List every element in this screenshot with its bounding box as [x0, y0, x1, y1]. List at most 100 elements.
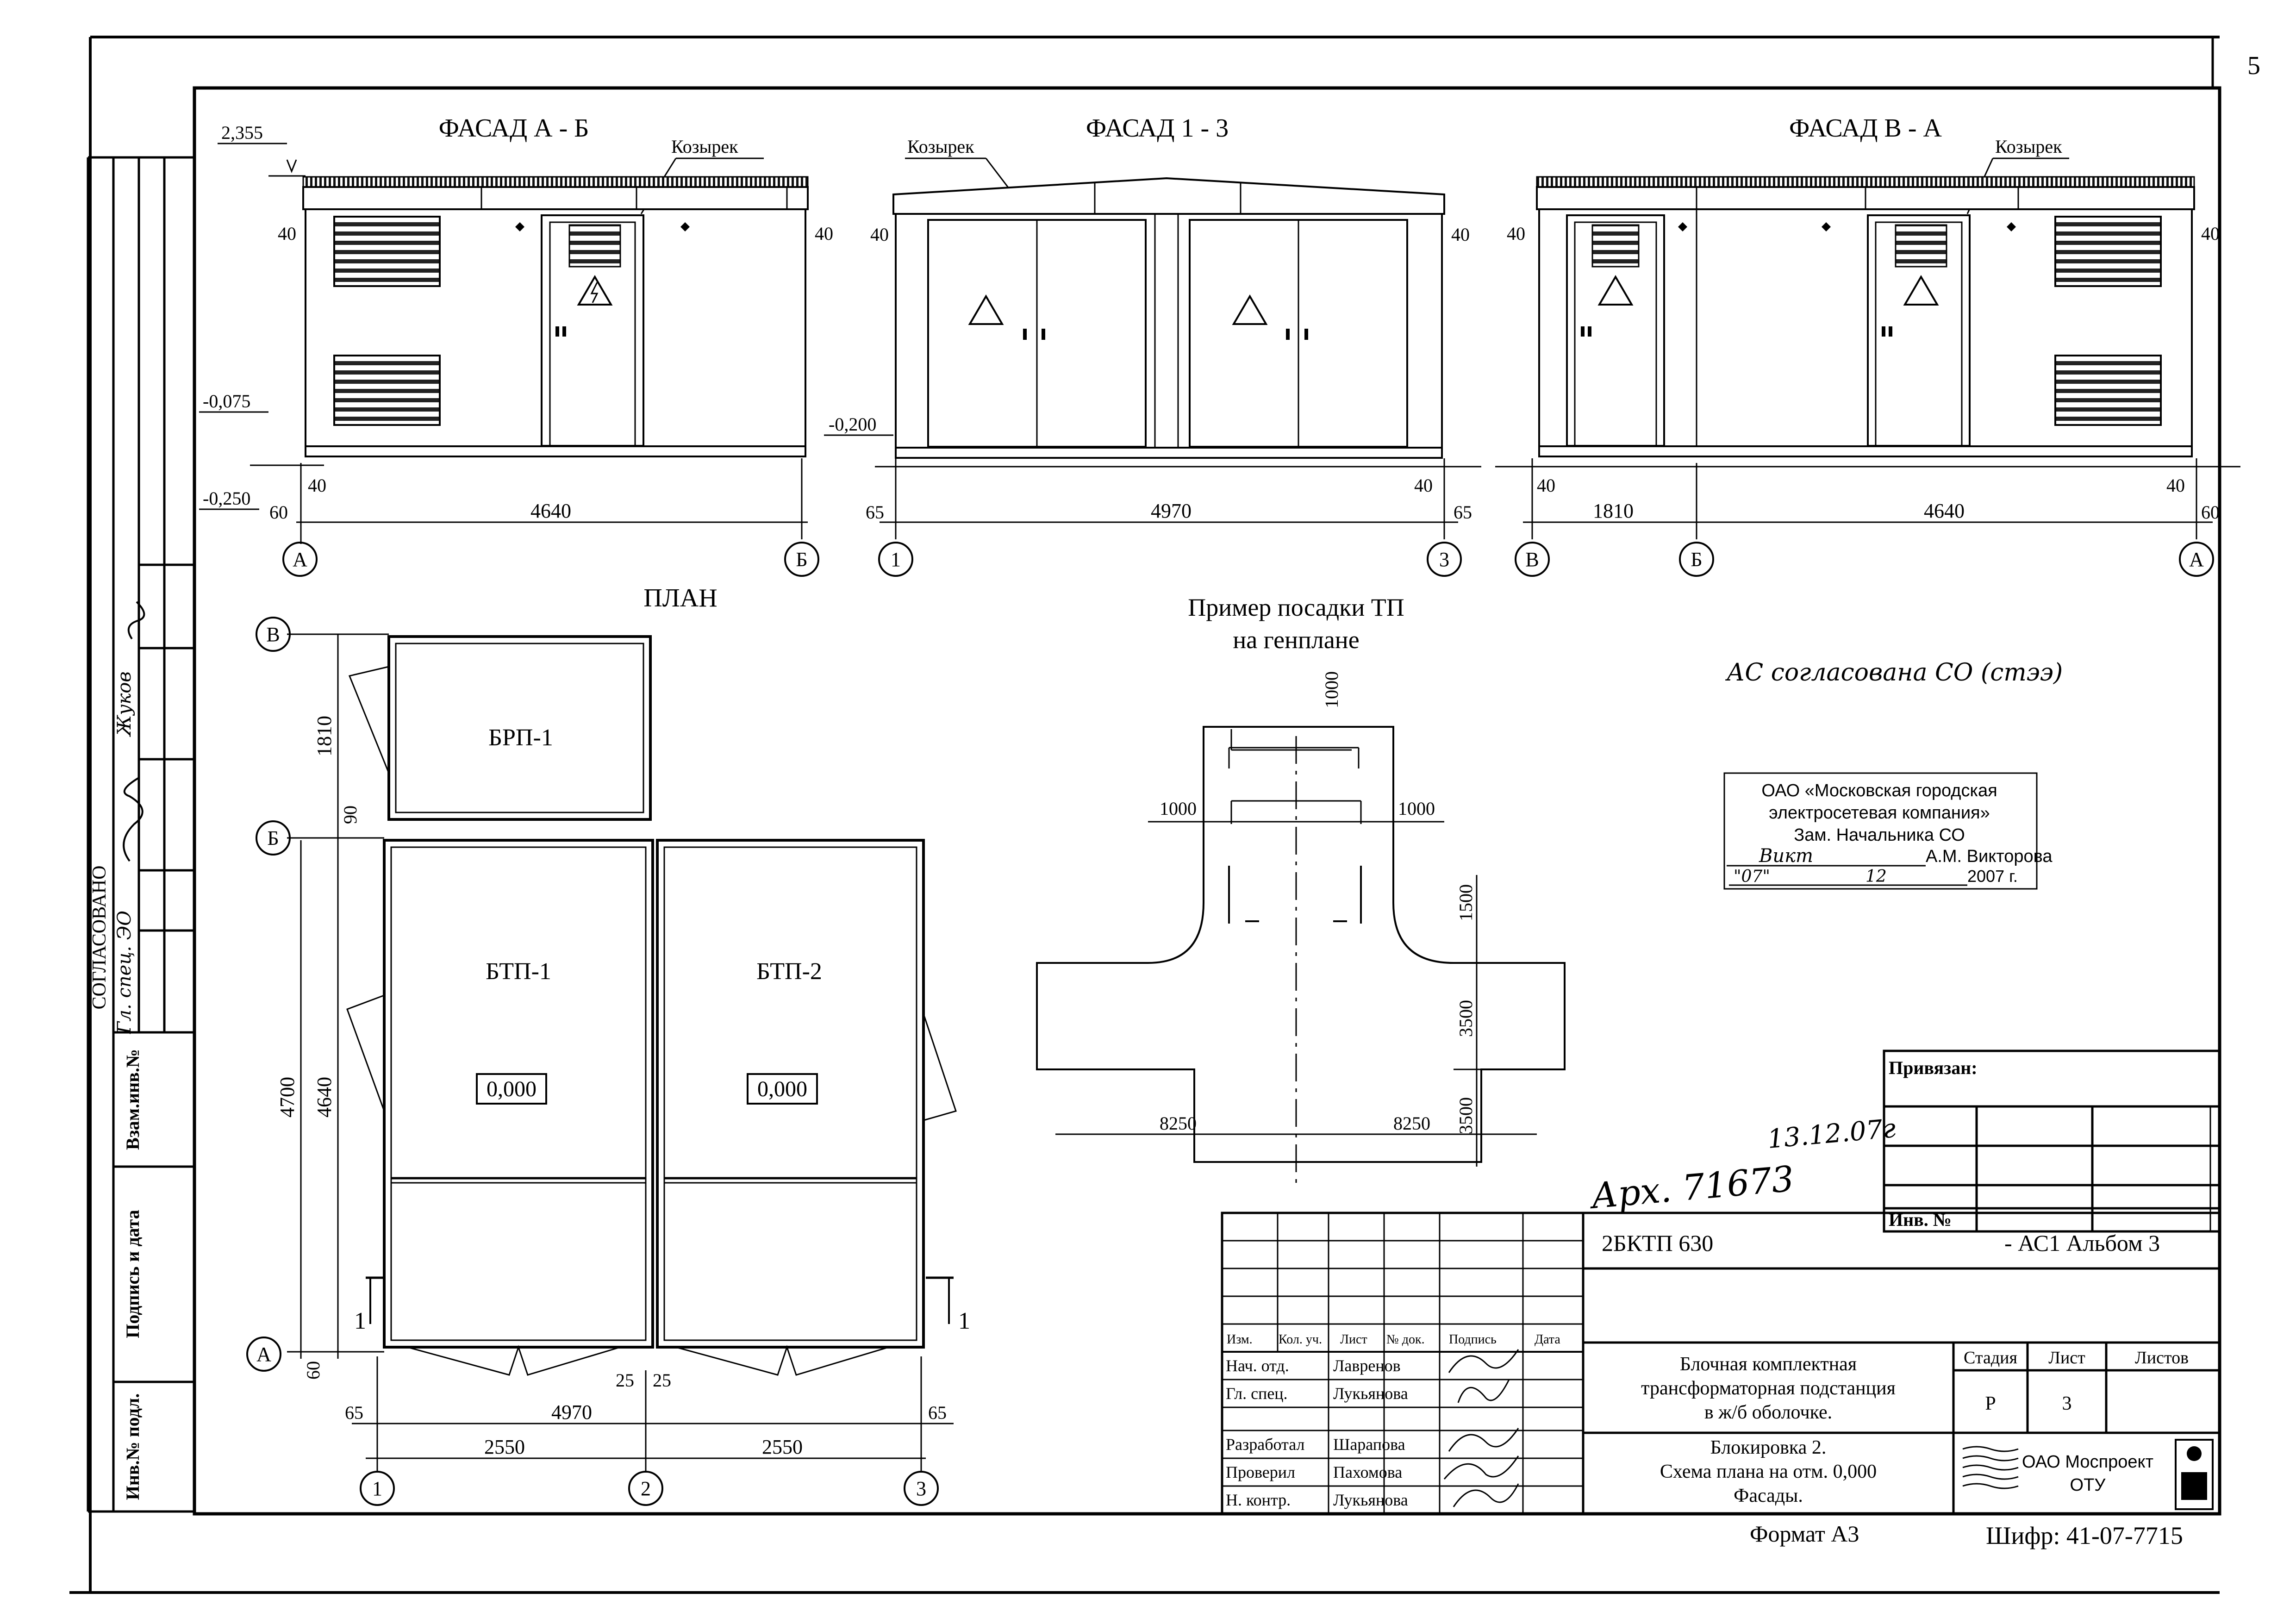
stamp-line-3: Зам. Начальника СО	[1794, 825, 1965, 845]
facade-ab-level-m250: -0,250	[203, 488, 250, 509]
axis-marker-3: 3	[1439, 548, 1449, 571]
facade-ab-dim-40b: 40	[815, 223, 833, 244]
plan-axis-a: А	[256, 1343, 271, 1366]
louver-lower	[333, 355, 441, 426]
name-1: Лукьянова	[1333, 1384, 1408, 1403]
cipher-label: Шифр: 41-07-7715	[1986, 1522, 2183, 1549]
approval-stamp: ОАО «Московская городская электросетевая…	[1723, 772, 2053, 890]
col-kol: Кол. уч.	[1279, 1332, 1322, 1347]
facade-13-dim-total: 4970	[1151, 500, 1192, 522]
facade-va: ФАСАД В - А Козырек 40 40 40	[1495, 114, 2240, 577]
axis-marker-1: 1	[891, 548, 901, 571]
stamp-signature: Викт	[1759, 845, 1813, 867]
room-btp2-label: БТП-2	[756, 958, 822, 985]
desc-line-3: в ж/б оболочке.	[1704, 1402, 1832, 1423]
site-dim-1500: 1500	[1455, 884, 1476, 921]
agreed-label: СОГЛАСОВАНО	[89, 866, 110, 1010]
facade-13-dim-65b: 65	[1454, 502, 1472, 523]
facade-va-dim-40c: 40	[1537, 475, 1555, 496]
site-title-1: Пример посадки ТП	[1188, 593, 1404, 621]
role-3: Проверил	[1226, 1463, 1295, 1481]
facade-13-title: ФАСАД 1 - 3	[1086, 114, 1229, 143]
sheet-header: Лист	[2048, 1348, 2085, 1368]
facade-va-title: ФАСАД В - А	[1789, 114, 1942, 143]
stamp-line-2: электросетевая компания»	[1769, 803, 1990, 823]
sheets-header: Листов	[2135, 1348, 2189, 1368]
hazard-sign-icon	[1232, 294, 1268, 325]
facade-13-dim-40a: 40	[870, 224, 889, 245]
plan-dim-1810: 1810	[313, 716, 336, 756]
sheet-title-2: Схема плана на отм. 0,000	[1660, 1461, 1877, 1482]
plan-dim-2550b: 2550	[762, 1436, 803, 1458]
floor-plan: ПЛАН БРП-1 БТП-1 0,000 БТП-2 0,000 1810 …	[246, 584, 970, 1506]
facade-13-canopy-label: Козырек	[907, 136, 974, 157]
side-approval-block	[87, 156, 194, 1513]
handwritten-date: 13.12.07г	[1766, 1113, 1897, 1155]
facade-va-dim-60: 60	[2201, 502, 2220, 523]
signatures	[1443, 1349, 1519, 1507]
org-name: ОАО Моспроект	[2022, 1452, 2153, 1472]
sheet-title-3: Фасады.	[1734, 1485, 1803, 1506]
site-title-2: на генплане	[1233, 626, 1359, 654]
facade-va-dim-40d: 40	[2166, 475, 2185, 496]
plan-dim-60: 60	[303, 1361, 324, 1380]
hazard-sign-icon	[1903, 275, 1939, 306]
facade-13: ФАСАД 1 - 3 Козырек -0,200 40 40 40 65 6…	[824, 114, 1481, 577]
plan-axis-v: В	[266, 623, 280, 646]
stage-header: Стадия	[1964, 1348, 2017, 1368]
name-3: Пахомова	[1333, 1463, 1402, 1481]
facade-va-dim-4640: 4640	[1924, 500, 1965, 522]
section-mark-right: 1	[958, 1308, 970, 1334]
mosproekt-logo-icon	[1962, 1446, 2019, 1489]
handwritten-note: АС согласована СО (стээ)	[1725, 659, 2063, 687]
facade-13-dim-40c: 40	[1414, 475, 1433, 496]
axis-marker-a: А	[293, 548, 307, 571]
axis-marker-a2: А	[2189, 548, 2204, 571]
role-2: Разработал	[1226, 1435, 1305, 1454]
qms-badge-icon	[2175, 1439, 2214, 1510]
col-date: Дата	[1535, 1332, 1560, 1347]
facade-va-dim-40b: 40	[2201, 223, 2220, 244]
col-sign: Подпись	[1449, 1332, 1497, 1347]
role-4: Н. контр.	[1226, 1491, 1291, 1509]
plan-axis-2: 2	[641, 1477, 651, 1500]
name-0: Лавренов	[1333, 1356, 1401, 1375]
title-album: - АС1 Альбом 3	[2004, 1230, 2160, 1256]
section-mark-left: 1	[354, 1308, 366, 1334]
facade-ab-level-top: 2,355	[221, 122, 263, 143]
stamp-date-year: 2007 г.	[1967, 867, 2018, 886]
plan-dim-2550a: 2550	[484, 1436, 525, 1458]
stamp-date-month: 12	[1866, 867, 1887, 886]
facade-va-dim-1810: 1810	[1593, 500, 1634, 522]
stamp-name: А.М. Викторова	[1926, 847, 2053, 866]
stamp-line-1: ОАО «Московская городская	[1761, 781, 1997, 800]
title-code: 2БКТП 630	[1602, 1230, 1713, 1256]
format-label: Формат А3	[1750, 1521, 1859, 1547]
site-dim-8250a: 8250	[1160, 1113, 1197, 1134]
plan-dim-4970: 4970	[551, 1401, 592, 1424]
col-list: Лист	[1340, 1332, 1367, 1347]
name-4: Лукьянова	[1333, 1491, 1408, 1509]
louver-upper	[333, 216, 441, 287]
hazard-sign-icon	[577, 275, 613, 306]
plan-dim-25b: 25	[653, 1370, 671, 1391]
sheet-title-1: Блокировка 2.	[1710, 1437, 1827, 1458]
facade-ab-canopy-label: Козырек	[671, 136, 738, 157]
axis-marker-b2: Б	[1691, 548, 1702, 571]
facade-ab-dim-total: 4640	[530, 500, 571, 522]
agreed-position: Гл. спец. ЭО	[114, 911, 135, 1034]
stamp-date-day: "07"	[1734, 867, 1770, 886]
desc-line-1: Блочная комплектная	[1680, 1354, 1857, 1375]
facade-ab-title: ФАСАД А - Б	[439, 114, 589, 143]
axis-marker-v: В	[1525, 548, 1539, 571]
hazard-sign-icon	[968, 294, 1004, 325]
title-block	[1221, 1212, 2221, 1515]
agreed-name: Жуков	[114, 671, 135, 737]
facade-ab-dim-40a: 40	[278, 223, 296, 244]
site-dim-8250b: 8250	[1393, 1113, 1430, 1134]
org-dept: ОТУ	[2070, 1475, 2106, 1495]
site-example: Пример посадки ТП на генплане 1000 1000 …	[1036, 593, 1566, 1185]
facade-13-level: -0,200	[829, 414, 876, 435]
site-dim-3500b: 3500	[1455, 1097, 1476, 1134]
